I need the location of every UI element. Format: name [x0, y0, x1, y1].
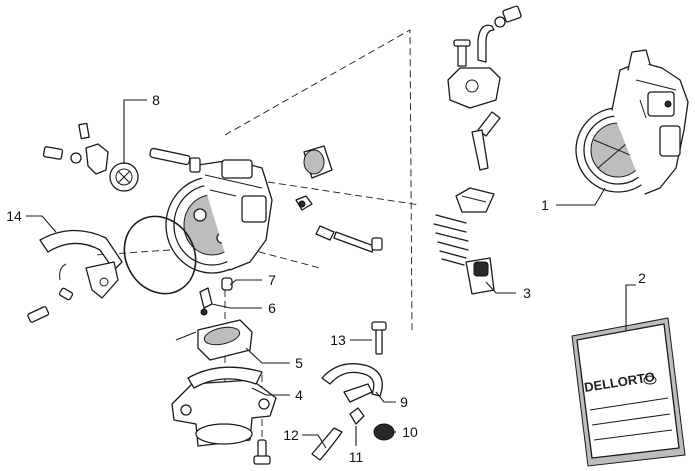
callout-13: 13 [330, 332, 346, 348]
float-and-jet-parts [171, 277, 277, 465]
callout-12: 12 [283, 427, 299, 443]
callout-8: 8 [152, 92, 160, 108]
callout-9: 9 [400, 394, 408, 410]
clip-11 [349, 407, 365, 425]
callout-10: 10 [402, 424, 418, 440]
choke-bracket [27, 229, 123, 323]
needle-6 [199, 287, 213, 309]
callout-14: 14 [6, 208, 22, 224]
cap-10 [373, 423, 395, 441]
assembly-guide-lines [94, 29, 421, 440]
o-ring-gasket [123, 215, 197, 295]
callout-leaders [26, 99, 636, 449]
throttle-valve-assembly [433, 5, 522, 295]
hose-12 [311, 427, 343, 461]
gasket-kit-bag: DELLORTO [571, 317, 686, 467]
callout-5: 5 [295, 355, 303, 371]
fuel-hose-9 [321, 363, 383, 397]
callout-4: 4 [295, 387, 303, 403]
callout-11: 11 [349, 449, 364, 465]
fuel-pump-parts [42, 122, 201, 192]
callout-3: 3 [523, 285, 531, 301]
carburetor-body [165, 159, 273, 274]
callout-labels: 1 2 3 4 5 6 7 8 9 10 11 12 13 14 [6, 92, 646, 465]
assembled-carburetor [575, 49, 689, 195]
callout-7: 7 [268, 272, 276, 288]
callout-1: 1 [541, 197, 549, 213]
callout-6: 6 [268, 300, 276, 316]
idle-screw-parts [295, 145, 383, 253]
fuel-line-parts [311, 321, 395, 461]
screw-13 [375, 327, 383, 355]
spring [433, 214, 469, 266]
callout-2: 2 [638, 270, 646, 286]
